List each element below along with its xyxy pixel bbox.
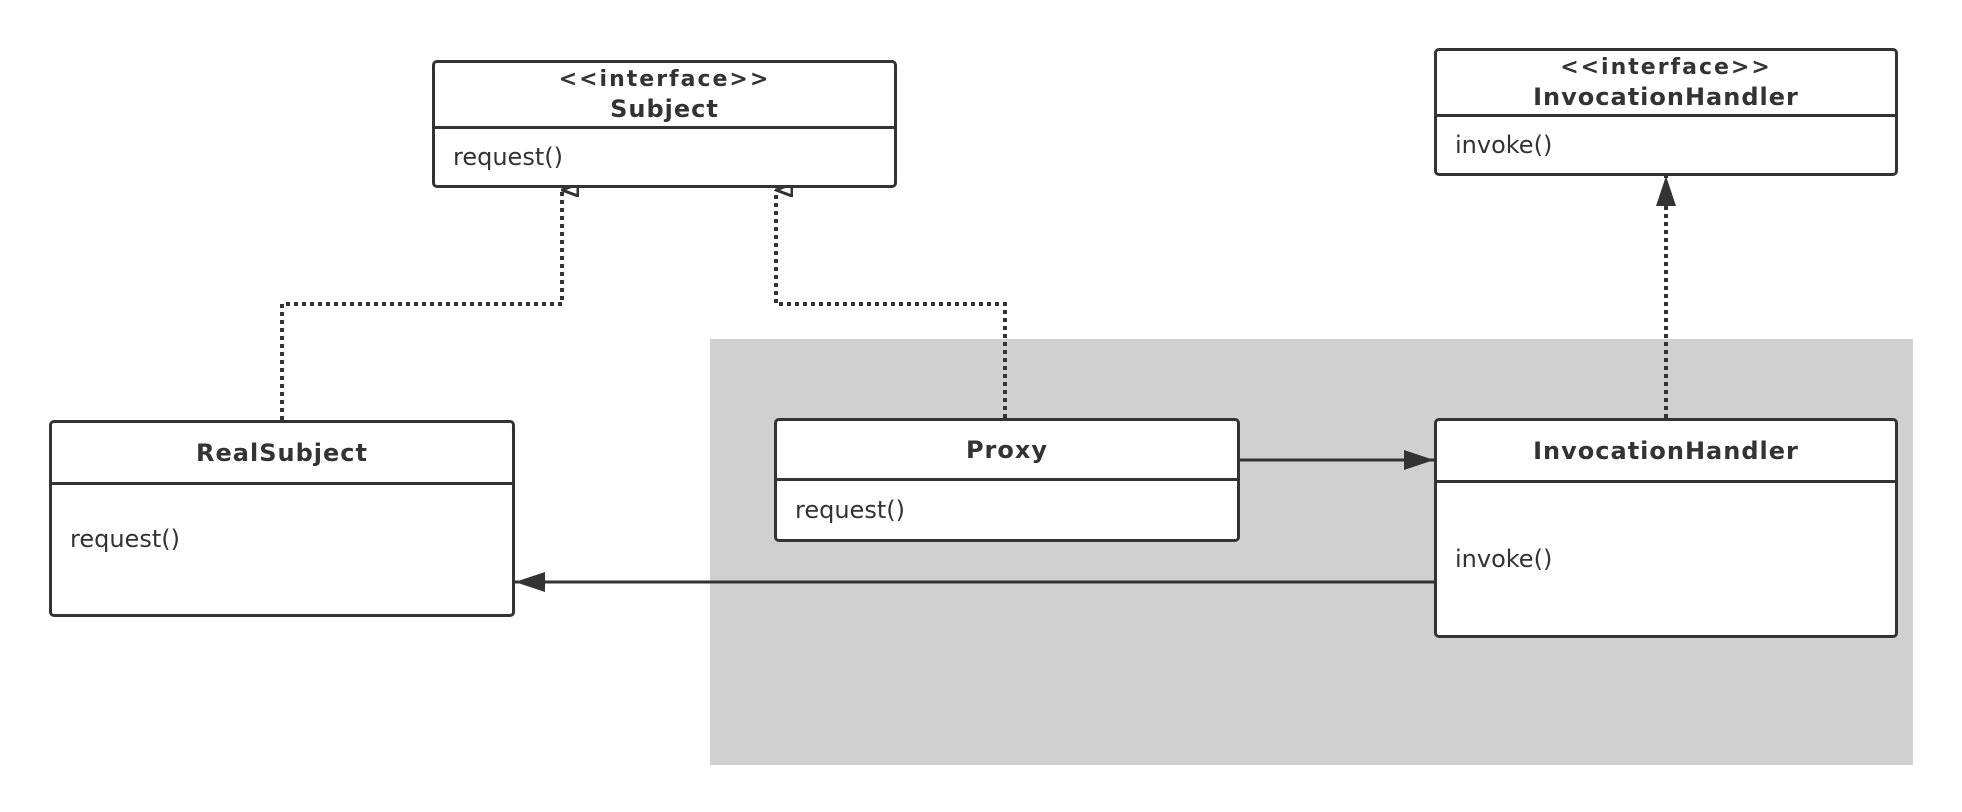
proxy-realizes-subject-connector xyxy=(774,190,1007,418)
subject-methods: request() xyxy=(435,129,894,185)
invocationhandler-methods: invoke() xyxy=(1437,483,1895,635)
realsubject-class-box: RealSubject request() xyxy=(49,420,515,617)
proxy-class-name: Proxy xyxy=(965,435,1049,464)
proxy-class-box: Proxy request() xyxy=(774,418,1240,542)
invocationhandler-method-invoke: invoke() xyxy=(1455,545,1553,573)
subject-stereotype: <<interface>> xyxy=(558,66,771,92)
invocationhandler-interface-class-name: InvocationHandler xyxy=(1533,82,1799,111)
invocationhandler-class-box: InvocationHandler invoke() xyxy=(1434,418,1898,638)
realsubject-realizes-subject-connector xyxy=(280,190,562,420)
realsubject-header: RealSubject xyxy=(52,423,512,485)
invocationhandler-class-name: InvocationHandler xyxy=(1533,436,1799,465)
proxy-header: Proxy xyxy=(777,421,1237,481)
realsubject-class-name: RealSubject xyxy=(196,438,368,467)
invocationhandler-interface-methods: invoke() xyxy=(1437,117,1895,173)
subject-header: <<interface>> Subject xyxy=(435,63,894,129)
realsubject-method-request: request() xyxy=(70,524,180,553)
realsubject-methods: request() xyxy=(52,485,512,614)
subject-interface-box: <<interface>> Subject request() xyxy=(432,60,897,188)
invocationhandler-interface-method-invoke: invoke() xyxy=(1455,131,1553,159)
invocationhandler-interface-box: <<interface>> InvocationHandler invoke() xyxy=(1434,48,1898,176)
proxy-method-request: request() xyxy=(795,496,905,524)
invocationhandler-interface-header: <<interface>> InvocationHandler xyxy=(1437,51,1895,117)
subject-method-request: request() xyxy=(453,143,563,171)
proxy-methods: request() xyxy=(777,481,1237,539)
invocationhandler-header: InvocationHandler xyxy=(1437,421,1895,483)
invocationhandler-interface-stereotype: <<interface>> xyxy=(1560,54,1772,80)
subject-class-name: Subject xyxy=(610,94,719,123)
